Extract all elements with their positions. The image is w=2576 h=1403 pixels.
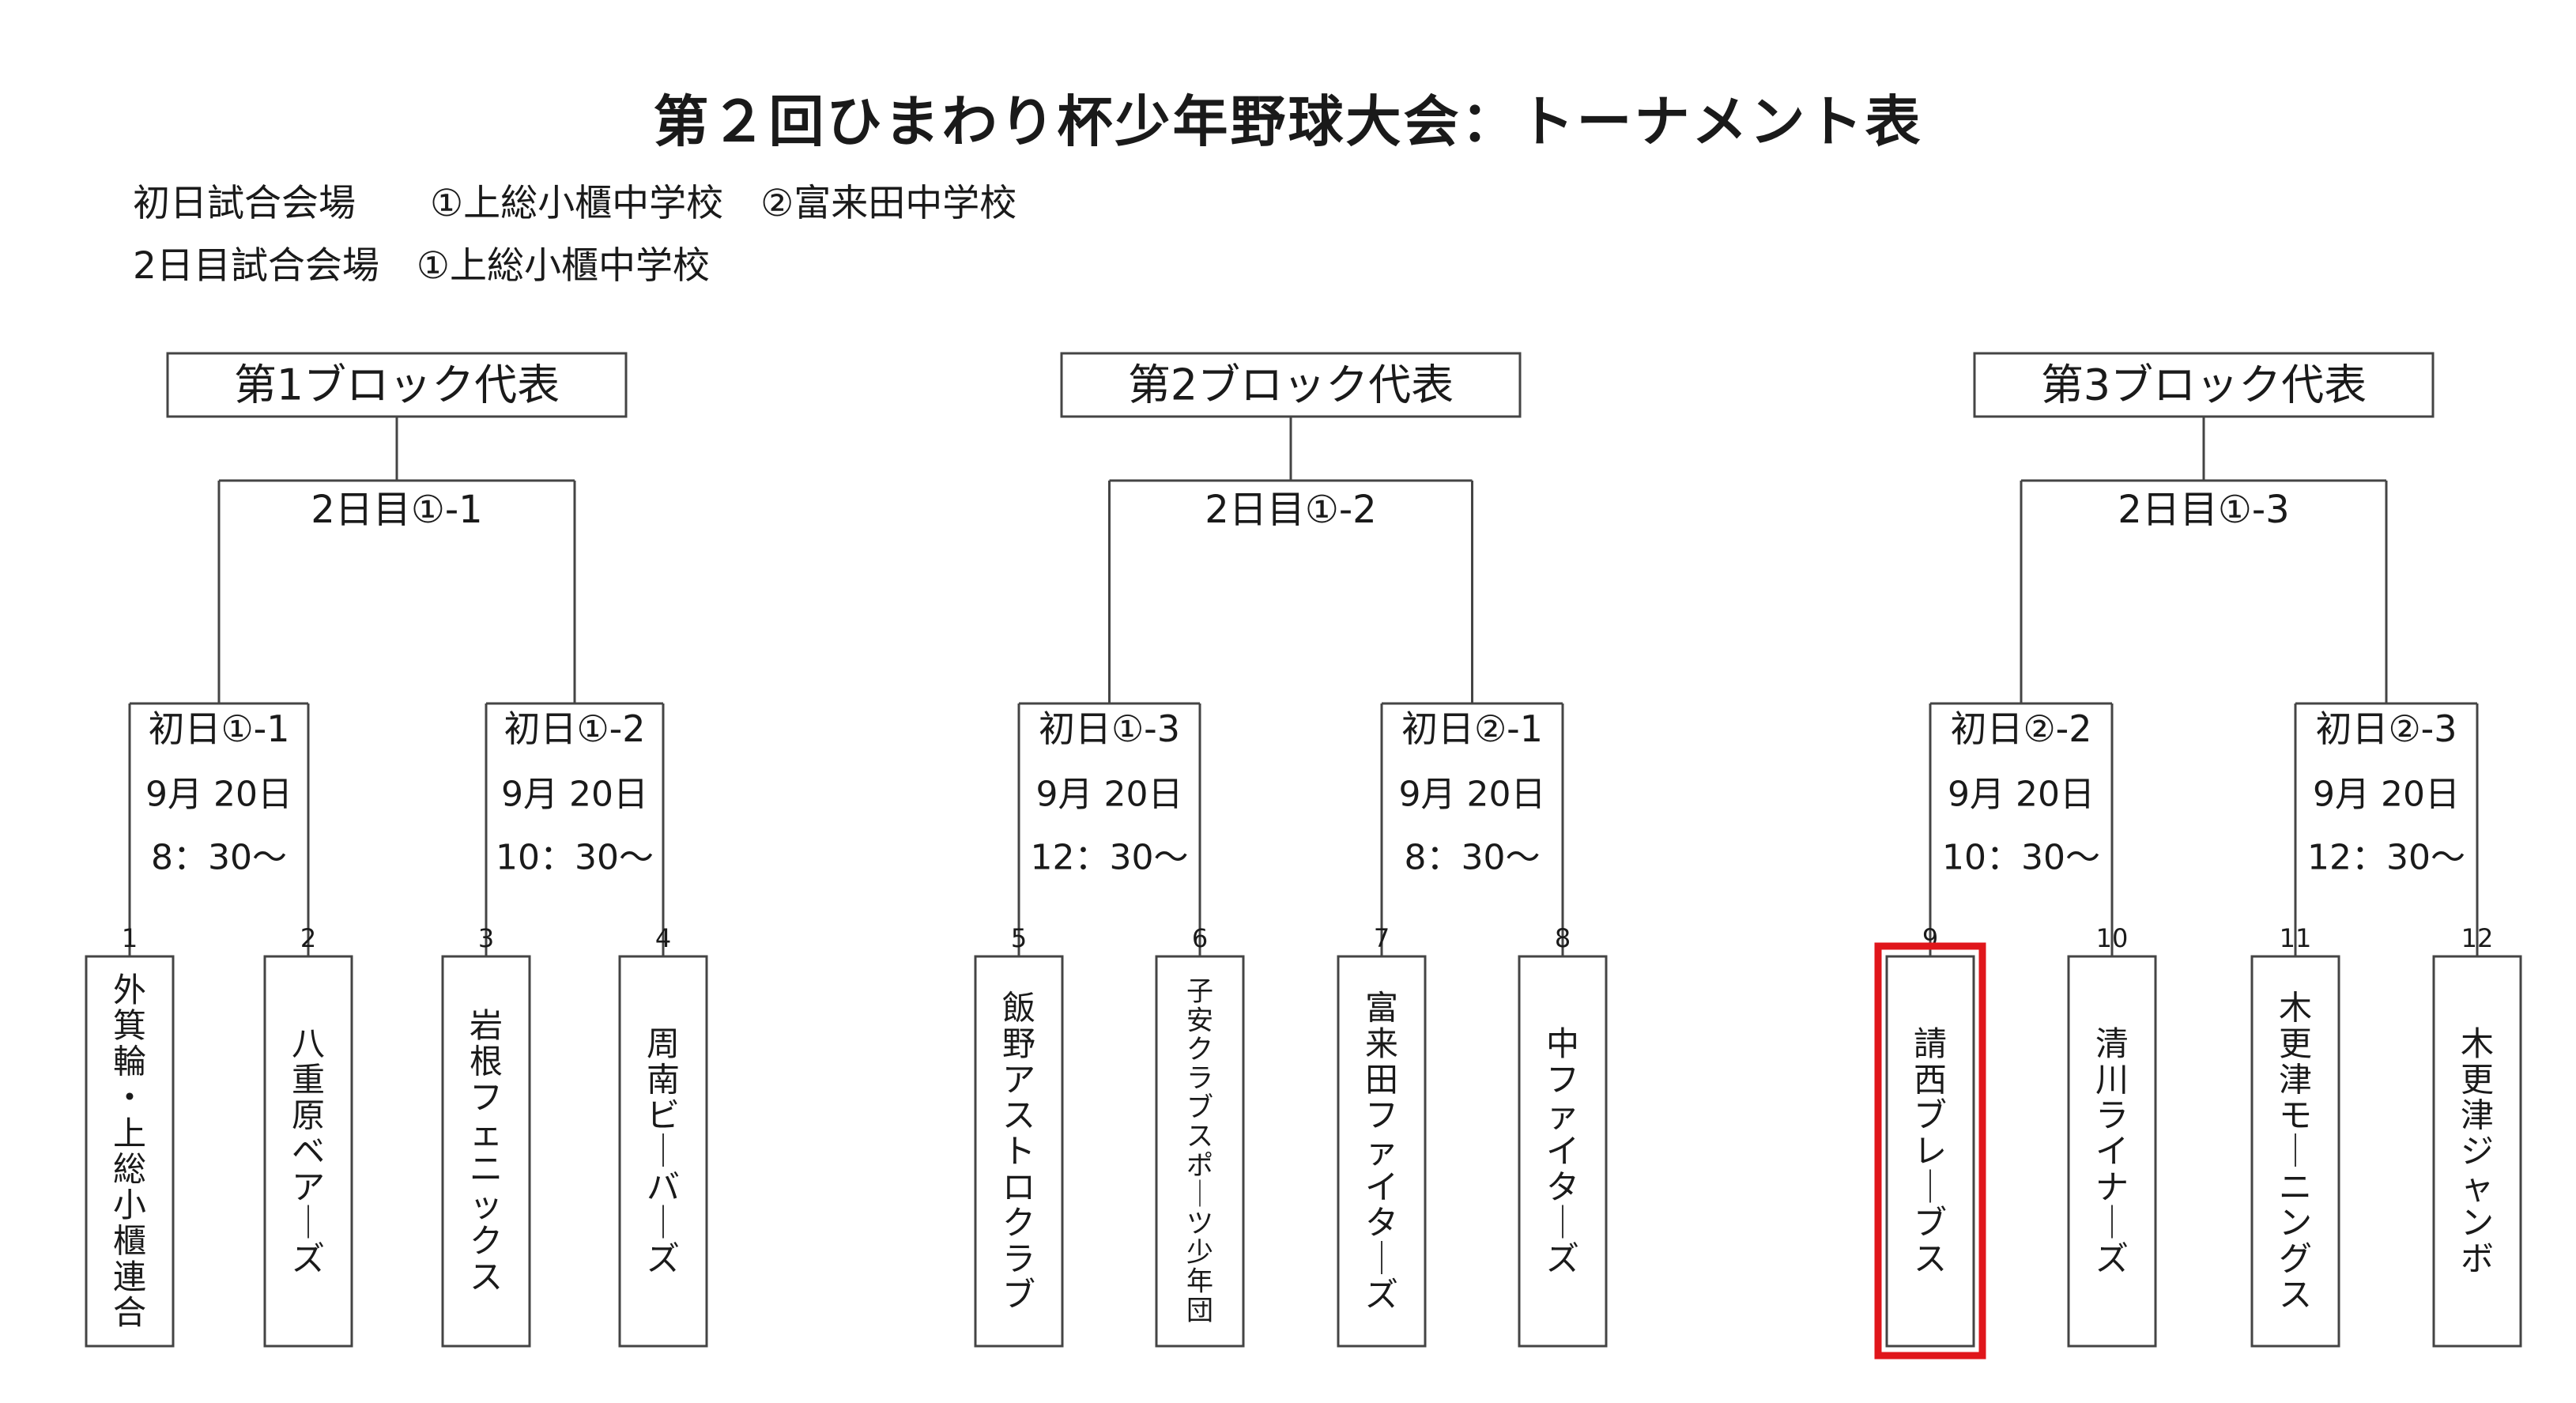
team-entry: 1 外箕輪・上総小櫃連合 xyxy=(85,923,175,1348)
team-name: 中ファイタ｜ズ xyxy=(1546,1024,1579,1278)
team-box xyxy=(263,955,353,1348)
team-number: 10 xyxy=(2096,923,2129,953)
team-name: 外箕輪・上総小櫃連合 xyxy=(113,971,146,1332)
match-date: 9月 20日 xyxy=(1036,775,1183,815)
team-box xyxy=(2432,955,2522,1348)
match-date: 9月 20日 xyxy=(2313,775,2460,815)
team-entry: 7 富来田ファイタ｜ズ xyxy=(1337,923,1427,1348)
block-label: 第1ブロック代表 xyxy=(234,360,560,410)
venue-day2: 2日目試合会場 ①上総小櫃中学校 xyxy=(133,244,711,288)
team-box xyxy=(974,955,1064,1348)
final-match-label: 2日目①-3 xyxy=(2118,488,2289,532)
match-id: 初日②-1 xyxy=(1401,707,1543,750)
match-id: 初日①-3 xyxy=(1039,707,1180,750)
block-label: 第3ブロック代表 xyxy=(2041,360,2367,410)
team-box xyxy=(441,955,531,1348)
team-entry: 2 八重原ベア｜ズ xyxy=(263,923,353,1348)
team-name: 清川ライナ｜ズ xyxy=(2095,1024,2129,1278)
team-number: 12 xyxy=(2461,923,2494,953)
team-number: 6 xyxy=(1192,923,1208,953)
page-title: 第２回ひまわり杯少年野球大会：トーナメント表 xyxy=(653,89,1923,154)
team-box xyxy=(1155,955,1245,1348)
team-box xyxy=(1518,955,1608,1348)
team-name: 木更津モ｜ニングス xyxy=(2279,989,2312,1314)
team-number: 11 xyxy=(2280,923,2312,953)
team-entry: 6 子安クラブスポ｜ツ少年団 xyxy=(1155,923,1245,1348)
team-name: 周南ビ｜バ｜ズ xyxy=(647,1024,680,1278)
match-id: 初日①-1 xyxy=(148,707,289,750)
team-number: 5 xyxy=(1011,923,1027,953)
block-label-box xyxy=(166,352,628,418)
team-box xyxy=(2067,955,2157,1348)
match-date: 9月 20日 xyxy=(501,775,648,815)
match-date: 9月 20日 xyxy=(145,775,292,815)
team-box xyxy=(2250,955,2340,1348)
team-entry: 10 清川ライナ｜ズ xyxy=(2067,923,2157,1348)
team-number: 3 xyxy=(478,923,494,953)
match-time: 12：30～ xyxy=(2307,838,2465,878)
match-time: 10：30～ xyxy=(496,838,654,878)
team-entry: 5 飯野アストロクラブ xyxy=(974,923,1064,1348)
block-representative: 第2ブロック代表 xyxy=(1060,352,1522,418)
block-representative: 第3ブロック代表 xyxy=(1973,352,2435,418)
match-id: 初日②-3 xyxy=(2315,707,2457,750)
match-date: 9月 20日 xyxy=(1948,775,2095,815)
final-match-label: 2日目①-2 xyxy=(1205,488,1376,532)
team-name: 富来田ファイタ｜ズ xyxy=(1365,989,1398,1314)
block-label-box xyxy=(1973,352,2435,418)
team-box xyxy=(1885,955,1975,1348)
match-time: 8：30～ xyxy=(1405,838,1541,878)
team-name: 木更津ジャンボ xyxy=(2461,1024,2494,1278)
team-name: 請西ブレ｜ブス xyxy=(1914,1024,1947,1278)
match-id: 初日②-2 xyxy=(1950,707,2091,750)
match-time: 8：30～ xyxy=(151,838,287,878)
team-entry: 12 木更津ジャンボ xyxy=(2432,923,2522,1348)
team-name: 飯野アストロクラブ xyxy=(1002,989,1035,1314)
team-box xyxy=(85,955,175,1348)
team-entry: 4 周南ビ｜バ｜ズ xyxy=(618,923,708,1348)
team-entry: 8 中ファイタ｜ズ xyxy=(1518,923,1608,1348)
team-name: 岩根フェニックス xyxy=(470,1006,503,1296)
match-time: 12：30～ xyxy=(1031,838,1189,878)
team-number: 7 xyxy=(1374,923,1390,953)
team-entry: 11 木更津モ｜ニングス xyxy=(2250,923,2340,1348)
team-number: 8 xyxy=(1555,923,1571,953)
team-number: 2 xyxy=(300,923,316,953)
final-match-label: 2日目①-1 xyxy=(311,488,482,532)
team-box xyxy=(618,955,708,1348)
highlight-box xyxy=(1874,942,1986,1360)
team-name: 子安クラブスポ｜ツ少年団 xyxy=(1186,976,1213,1327)
block-representative: 第1ブロック代表 xyxy=(166,352,628,418)
team-name: 八重原ベア｜ズ xyxy=(292,1024,325,1278)
venue-day1: 初日試合会場 ①上総小櫃中学校 ②富来田中学校 xyxy=(133,182,1017,225)
team-number: 4 xyxy=(655,923,671,953)
match-id: 初日①-2 xyxy=(504,707,645,750)
match-time: 10：30～ xyxy=(1942,838,2100,878)
match-date: 9月 20日 xyxy=(1399,775,1546,815)
team-box xyxy=(1337,955,1427,1348)
team-entry: 3 岩根フェニックス xyxy=(441,923,531,1348)
block-label: 第2ブロック代表 xyxy=(1128,360,1454,410)
team-number: 1 xyxy=(122,923,138,953)
